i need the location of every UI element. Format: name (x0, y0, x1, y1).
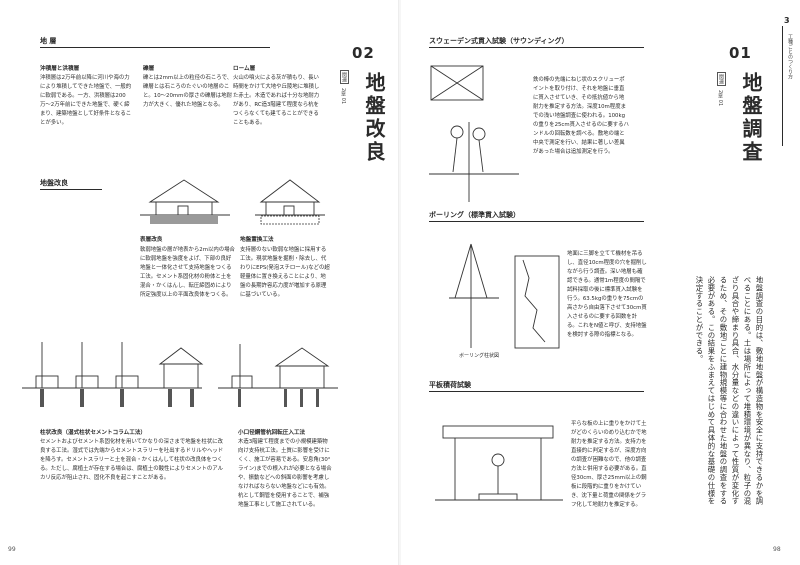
sounding-text: 鉄の棒の先端にねじ状のスクリューポイントを取り付け、それを地盤に垂直に貫入させて… (533, 77, 629, 155)
stratum-name-3: ローム層 (233, 66, 256, 72)
page-number-right: 98 (773, 546, 781, 553)
method-name-2: 地盤置換工法 (240, 237, 274, 243)
stratum-name-2: 礫層 (143, 66, 155, 72)
method-name-4: 小口径鋼管杭回転圧入工法 (238, 430, 306, 436)
plate-load-illustration (435, 425, 563, 501)
strata-section-head: 地 層 (40, 36, 270, 48)
boring-section-head: ボーリング（標準貫入試験） (429, 210, 644, 222)
method-name-3: 柱状改良（湿式柱状セメントコラム工法） (40, 430, 147, 436)
sounding-section-head: スウェーデン式貫入試験（サウンディング） (429, 36, 644, 48)
section-tab-rule (782, 26, 783, 146)
method-text-4: 木造3階建て程度までの小規模建築物向け支持杭工法。土質に影響を受けにくく、施工が… (238, 439, 332, 508)
boring-log-caption: ボーリング柱状図 (459, 353, 500, 359)
right-page: スウェーデン式貫入試験（サウンディング） 鉄の棒の先端にねじ状のスクリューポイン… (401, 0, 800, 565)
related-tag-right: 関連 (717, 72, 726, 86)
plate-load-section-head: 平板積荷試験 (429, 380, 644, 392)
page-number-left: 99 (8, 546, 16, 553)
chapter-label: 2章 01 (340, 88, 346, 105)
related-tag: 関連 (340, 70, 349, 84)
page-title-right: 地盤調査 (739, 72, 763, 164)
book-spine (398, 0, 402, 565)
chapter-number-right: 01 (729, 44, 752, 62)
chapter-number: 02 (352, 44, 375, 62)
steel-pipe-pile-illustration (218, 344, 338, 407)
left-page: 地 層 沖積層と洪積層 沖積層は2万年前以降に河川や海の力により堆積してできた地… (0, 0, 399, 565)
stratum-name-1: 沖積層と洪積層 (40, 66, 80, 72)
intro-block: 地盤調査の目的は、敷地地盤が構造物を安全に支持できるかを調べることにある。土は場… (693, 276, 765, 506)
method-text-1: 軟弱地盤の層が地表から2m以内の場合に軟弱地盤を強度をよげ、下部の良好地盤と一体… (140, 247, 235, 298)
method-text-3: セメントおよびセメント系固化材を用いてかなりの深さまで地盤を柱状に改良する工法。… (40, 439, 224, 481)
column-improvement-illustration (22, 342, 204, 407)
chapter-label-right: 2章 01 (717, 90, 723, 107)
page-title: 地盤改良 (362, 72, 386, 164)
swedish-sounding-illustration (429, 65, 519, 202)
boring-illustration (449, 243, 560, 349)
surface-improvement-illustration (140, 179, 230, 224)
stratum-text-3: 火山の噴火による灰が積もり、長い時間をかけて大地や丘陵地に堆積した赤土。木造であ… (233, 75, 320, 126)
improve-section-head: 地盤改良 (40, 178, 102, 190)
intro-text: 地盤調査の目的は、敷地地盤が構造物を安全に支持できるかを調べることにある。土は場… (695, 276, 764, 506)
chapter-corner-number: 3 (784, 16, 790, 25)
plate-load-text: 平らな板の上に重りをかけて土がどのくらいのめり込むかで地耐力を推定する方法。支持… (571, 421, 647, 508)
section-tab: 工種ごとのつくり方 (787, 34, 793, 79)
replacement-illustration (255, 179, 325, 225)
method-text-2: 支持層のない軟弱な地盤に採用する工法。現状地盤を掘削・除去し、代わりにEPS(発… (240, 247, 330, 298)
boring-text: 地面に三脚を立てて機材を吊るし、直径10cm程度の穴を掘削しながら行う調査。深い… (567, 251, 647, 338)
stratum-text-1: 沖積層は2万年前以降に河川や海の力により堆積してできた地盤で、一般的に軟弱である… (40, 75, 132, 126)
stratum-text-2: 礫とは2mm以上の粒径の石ころで、礫層とは石ころのたぐいの地層のこと。10〜20… (143, 75, 233, 108)
method-name-1: 表層改良 (140, 237, 163, 243)
